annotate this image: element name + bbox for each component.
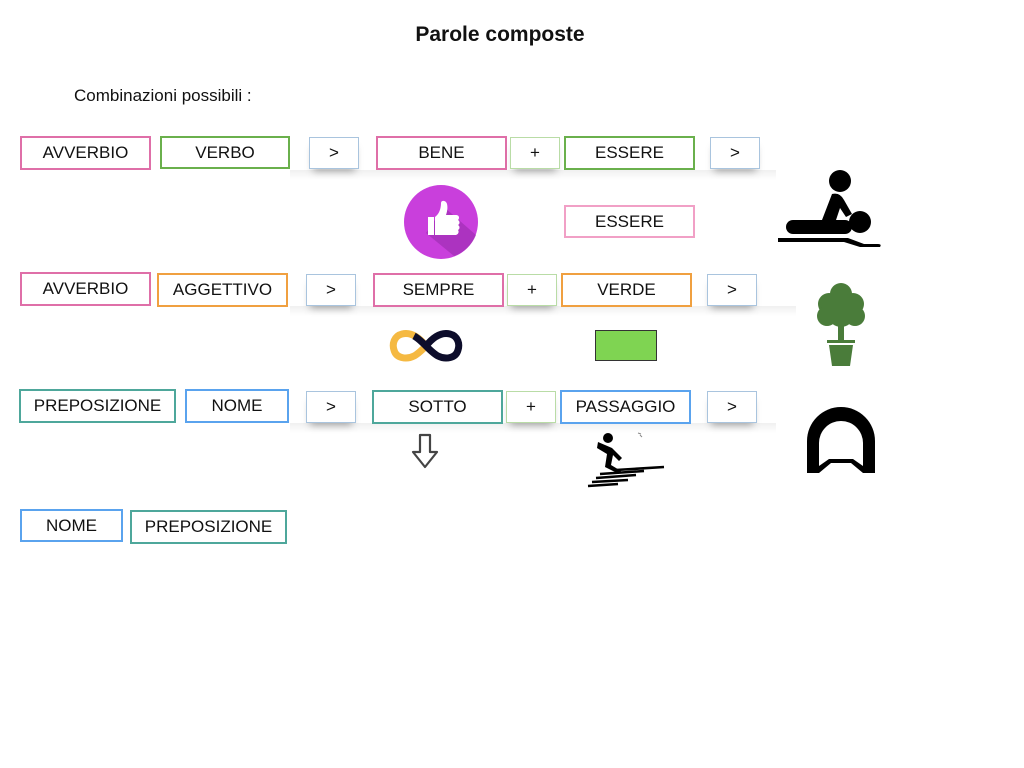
- row-shadow: [290, 306, 796, 316]
- word-sempre: SEMPRE: [373, 273, 504, 307]
- arrow-box: >: [306, 274, 356, 306]
- massage-icon: [778, 170, 881, 247]
- pattern-preposizione: PREPOSIZIONE: [130, 510, 287, 544]
- infinity-icon: [389, 330, 463, 362]
- result-essere: ESSERE: [564, 205, 695, 238]
- row-shadow: [290, 170, 776, 180]
- tunnel-icon: [807, 407, 875, 473]
- arrow-box: >: [707, 274, 757, 306]
- pattern-avverbio: AVVERBIO: [20, 136, 151, 170]
- arrow-box: >: [306, 391, 356, 423]
- thumbs-up-icon: [404, 185, 478, 259]
- arrow-box: >: [309, 137, 359, 169]
- pattern-verbo: VERBO: [160, 136, 290, 169]
- pattern-aggettivo: AGGETTIVO: [157, 273, 288, 307]
- row-shadow: [290, 423, 776, 433]
- potted-tree-icon: [817, 283, 865, 366]
- word-essere: ESSERE: [564, 136, 695, 170]
- green-rectangle: [595, 330, 657, 361]
- pattern-avverbio: AVVERBIO: [20, 272, 151, 306]
- pattern-nome: NOME: [20, 509, 123, 542]
- arrow-box: >: [710, 137, 760, 169]
- pedestrian-crossing-icon: [587, 432, 665, 488]
- plus-box: +: [507, 274, 557, 306]
- subtitle: Combinazioni possibili :: [74, 86, 252, 105]
- pattern-preposizione: PREPOSIZIONE: [19, 389, 176, 423]
- word-sotto: SOTTO: [372, 390, 503, 424]
- word-passaggio: PASSAGGIO: [560, 390, 691, 424]
- page-title: Parole composte: [415, 23, 585, 46]
- word-verde: VERDE: [561, 273, 692, 307]
- plus-box: +: [506, 391, 556, 423]
- plus-box: +: [510, 137, 560, 169]
- word-bene: BENE: [376, 136, 507, 170]
- pattern-nome: NOME: [185, 389, 289, 423]
- arrow-box: >: [707, 391, 757, 423]
- arrow-down-icon: [411, 433, 439, 469]
